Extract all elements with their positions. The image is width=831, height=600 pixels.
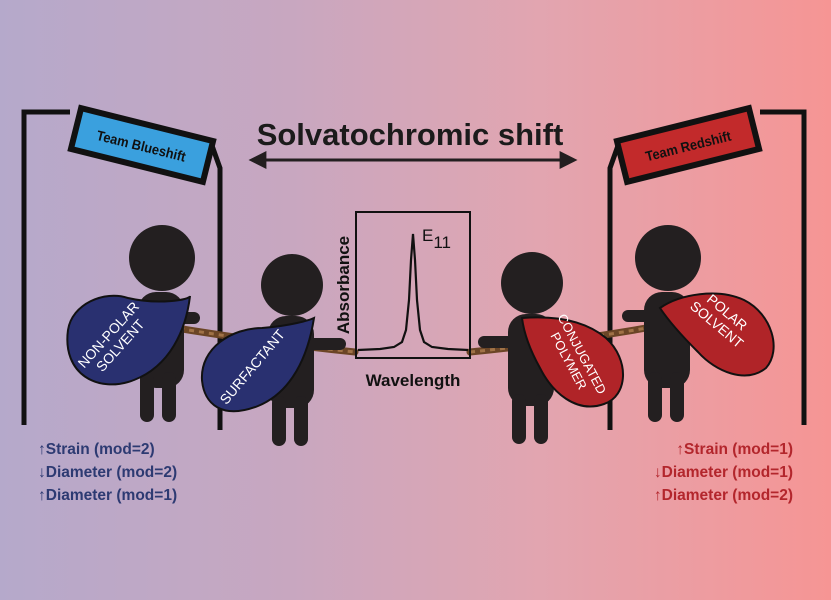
bag-surfactant: SURFACTANT xyxy=(200,316,316,413)
bag-nonpolar-solvent: NON-POLAR SOLVENT xyxy=(66,294,191,386)
spectrum-frame xyxy=(355,211,471,359)
blueshift-effects-list: ↑Strain (mod=2) ↓Diameter (mod=2) ↑Diame… xyxy=(38,438,177,507)
redshift-effects-list: ↑Strain (mod=1) ↓Diameter (mod=1) ↑Diame… xyxy=(654,438,793,507)
spectrum-xlabel: Wavelength xyxy=(366,371,461,390)
absorbance-spectrum-plot: Wavelength Absorbance E11 xyxy=(334,211,471,390)
effect-item: ↓Diameter (mod=2) xyxy=(38,464,178,481)
effect-item: ↑Diameter (mod=1) xyxy=(38,487,178,504)
spectrum-curve xyxy=(357,233,469,352)
effect-item: ↑Strain (mod=2) xyxy=(38,441,155,458)
peak-label-e11: E11 xyxy=(422,226,451,252)
effect-item: ↑Diameter (mod=2) xyxy=(653,487,793,504)
diagram-title: Solvatochromic shift xyxy=(257,117,564,152)
effect-item: ↑Strain (mod=1) xyxy=(676,441,793,458)
effect-item: ↓Diameter (mod=1) xyxy=(653,464,793,481)
left-goal-post: Team Blueshift xyxy=(21,104,223,430)
spectrum-ylabel: Absorbance xyxy=(334,236,353,334)
bag-polar-solvent: POLAR SOLVENT xyxy=(658,291,775,377)
